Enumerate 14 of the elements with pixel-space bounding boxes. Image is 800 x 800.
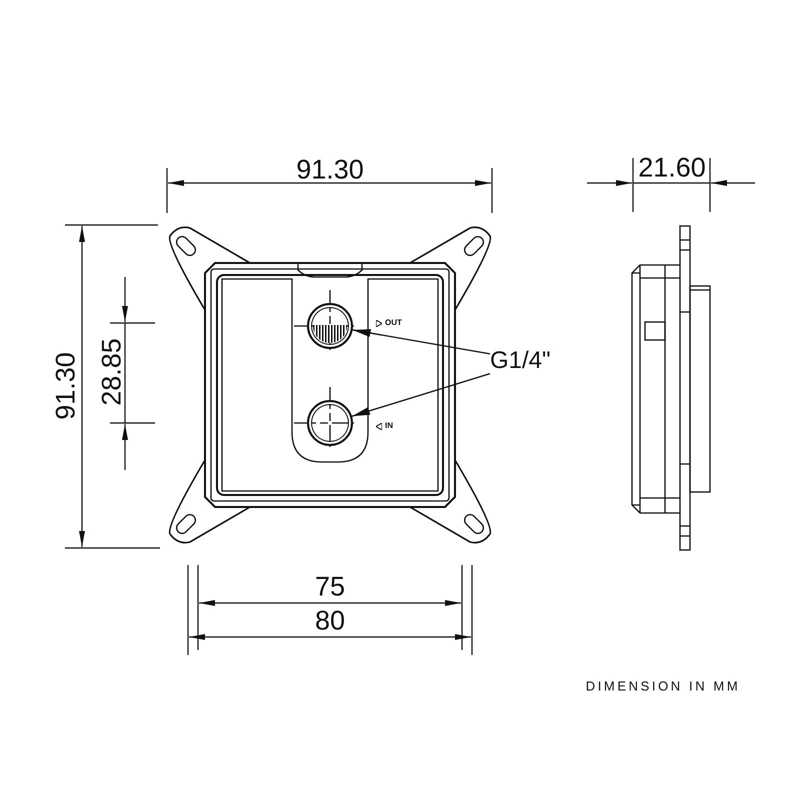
dimension-label: 28.85 <box>98 338 126 406</box>
leader-line <box>352 373 490 417</box>
dimension-label: 91.30 <box>52 352 80 420</box>
port-circle <box>307 400 353 446</box>
unit-note: DIMENSION IN MM <box>586 680 740 692</box>
thread-size-label: G1/4" <box>490 345 572 377</box>
port-label: OUT <box>385 319 402 327</box>
dimension-label: 80 <box>314 608 346 634</box>
leader-line <box>352 329 490 354</box>
port-circle <box>307 303 353 349</box>
dimension-label: 91.30 <box>296 156 364 184</box>
port-label: IN <box>385 422 393 430</box>
dimension-label: 75 <box>314 574 346 600</box>
dimension-label: 21.60 <box>638 154 706 182</box>
